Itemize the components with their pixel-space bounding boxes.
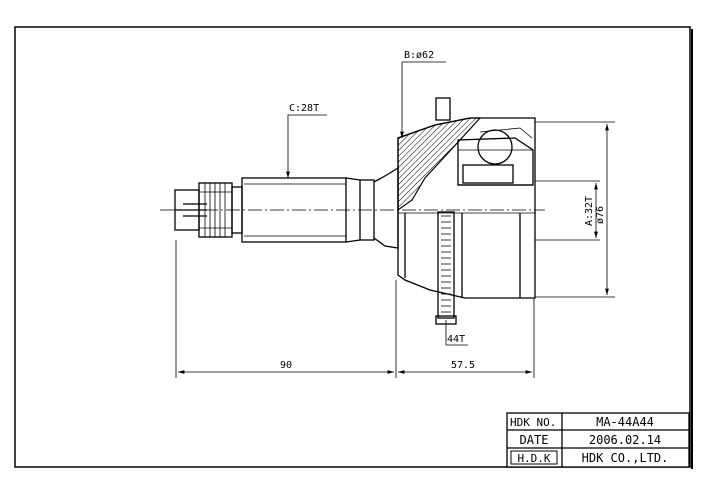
date-label: DATE bbox=[520, 433, 549, 447]
dimension-diameter: ø76 bbox=[535, 121, 615, 298]
label-spline-outer: C:28T bbox=[289, 103, 319, 114]
company-name: HDK CO.,LTD. bbox=[582, 451, 669, 465]
dimension-bell-length: 57.5 bbox=[398, 298, 535, 378]
title-block: HDK NO. MA-44A44 DATE 2006.02.14 H.D.K H… bbox=[506, 412, 690, 468]
label-abs-ring: 44T bbox=[447, 334, 465, 345]
label-shaft-length: 90 bbox=[280, 360, 292, 371]
label-inner-spline: A:32T bbox=[584, 196, 595, 226]
callout-abs-ring: 44T bbox=[445, 320, 468, 346]
abs-tone-ring bbox=[435, 211, 457, 325]
callout-spline-outer: C:28T bbox=[286, 103, 327, 178]
shaft-assembly bbox=[174, 166, 399, 249]
label-diameter: ø76 bbox=[595, 206, 606, 224]
label-outer-diameter: B:ø62 bbox=[404, 50, 434, 61]
brand-logo-box bbox=[510, 450, 558, 465]
part-no-value: MA-44A44 bbox=[596, 415, 654, 429]
label-bell-length: 57.5 bbox=[451, 360, 475, 371]
dimension-shaft-length: 90 bbox=[175, 240, 397, 378]
drawing-frame bbox=[14, 26, 691, 468]
brand-logo: H.D.K bbox=[517, 452, 550, 465]
date-value: 2006.02.14 bbox=[589, 433, 661, 447]
outer-bell-housing bbox=[397, 97, 536, 299]
dimension-inner-spline: A:32T bbox=[535, 180, 600, 241]
callout-outer-diameter: B:ø62 bbox=[400, 50, 446, 138]
part-no-label: HDK NO. bbox=[510, 416, 556, 429]
